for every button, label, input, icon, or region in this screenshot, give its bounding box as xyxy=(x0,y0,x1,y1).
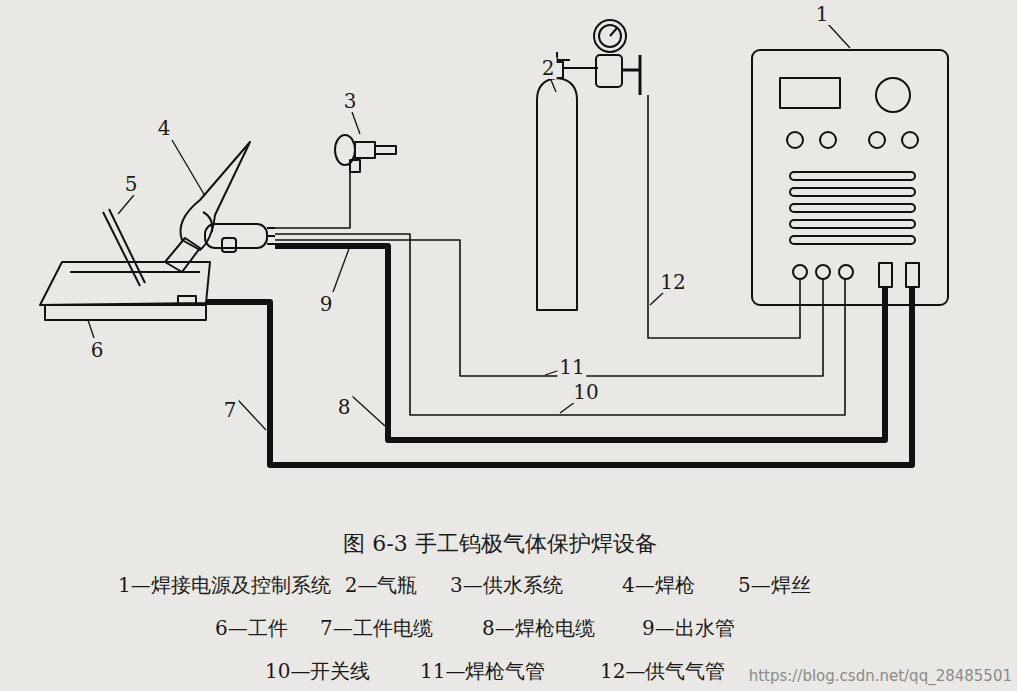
torch-cable xyxy=(275,246,885,440)
legend-item: 4—焊枪 xyxy=(622,574,695,596)
torch-gas-hose xyxy=(275,240,823,376)
legend-item: 9—出水管 xyxy=(642,617,735,639)
callout-number: 5 xyxy=(123,173,140,195)
callout-number: 12 xyxy=(658,271,687,293)
display xyxy=(780,78,840,108)
power-source xyxy=(752,50,948,305)
callout-number: 9 xyxy=(318,293,335,315)
welding-torch xyxy=(165,142,275,272)
callout-number: 2 xyxy=(540,57,557,79)
regulator xyxy=(596,55,622,87)
callout-number: 8 xyxy=(336,396,353,418)
legend-item: 5—焊丝 xyxy=(738,574,811,596)
legend-item: 8—焊枪电缆 xyxy=(482,617,595,639)
figure-caption: 图 6-3 手工钨极气体保护焊设备 xyxy=(343,532,656,556)
callout-number: 11 xyxy=(557,356,586,378)
callout-number: 3 xyxy=(342,90,359,112)
callout-number: 6 xyxy=(89,339,106,361)
knob xyxy=(876,78,910,112)
legend-item: 10—开关线 xyxy=(265,660,370,682)
water-outlet-hose xyxy=(275,172,350,228)
gas-supply-hose xyxy=(648,95,800,338)
callout-number: 7 xyxy=(222,399,239,421)
gas-cylinder xyxy=(537,78,577,310)
filler-wire xyxy=(103,209,145,286)
switch-line xyxy=(275,234,845,415)
legend-item: 11—焊枪气管 xyxy=(420,660,545,682)
legend-item: 1—焊接电源及控制系统 xyxy=(118,574,331,596)
leader-lines xyxy=(88,24,850,430)
watermark: https://blog.csdn.net/qq_28485501 xyxy=(749,668,1012,685)
legend-item: 2—气瓶 xyxy=(345,574,418,596)
callout-number: 4 xyxy=(156,117,173,139)
pressure-gauge xyxy=(594,20,626,52)
legend-item: 6—工件 xyxy=(215,617,288,639)
legend-item: 3—供水系统 xyxy=(450,574,563,596)
legend-item: 12—供气气管 xyxy=(600,660,725,682)
legend-item: 7—工件电缆 xyxy=(320,617,433,639)
callout-number: 1 xyxy=(814,3,831,25)
callout-number: 10 xyxy=(571,381,600,403)
